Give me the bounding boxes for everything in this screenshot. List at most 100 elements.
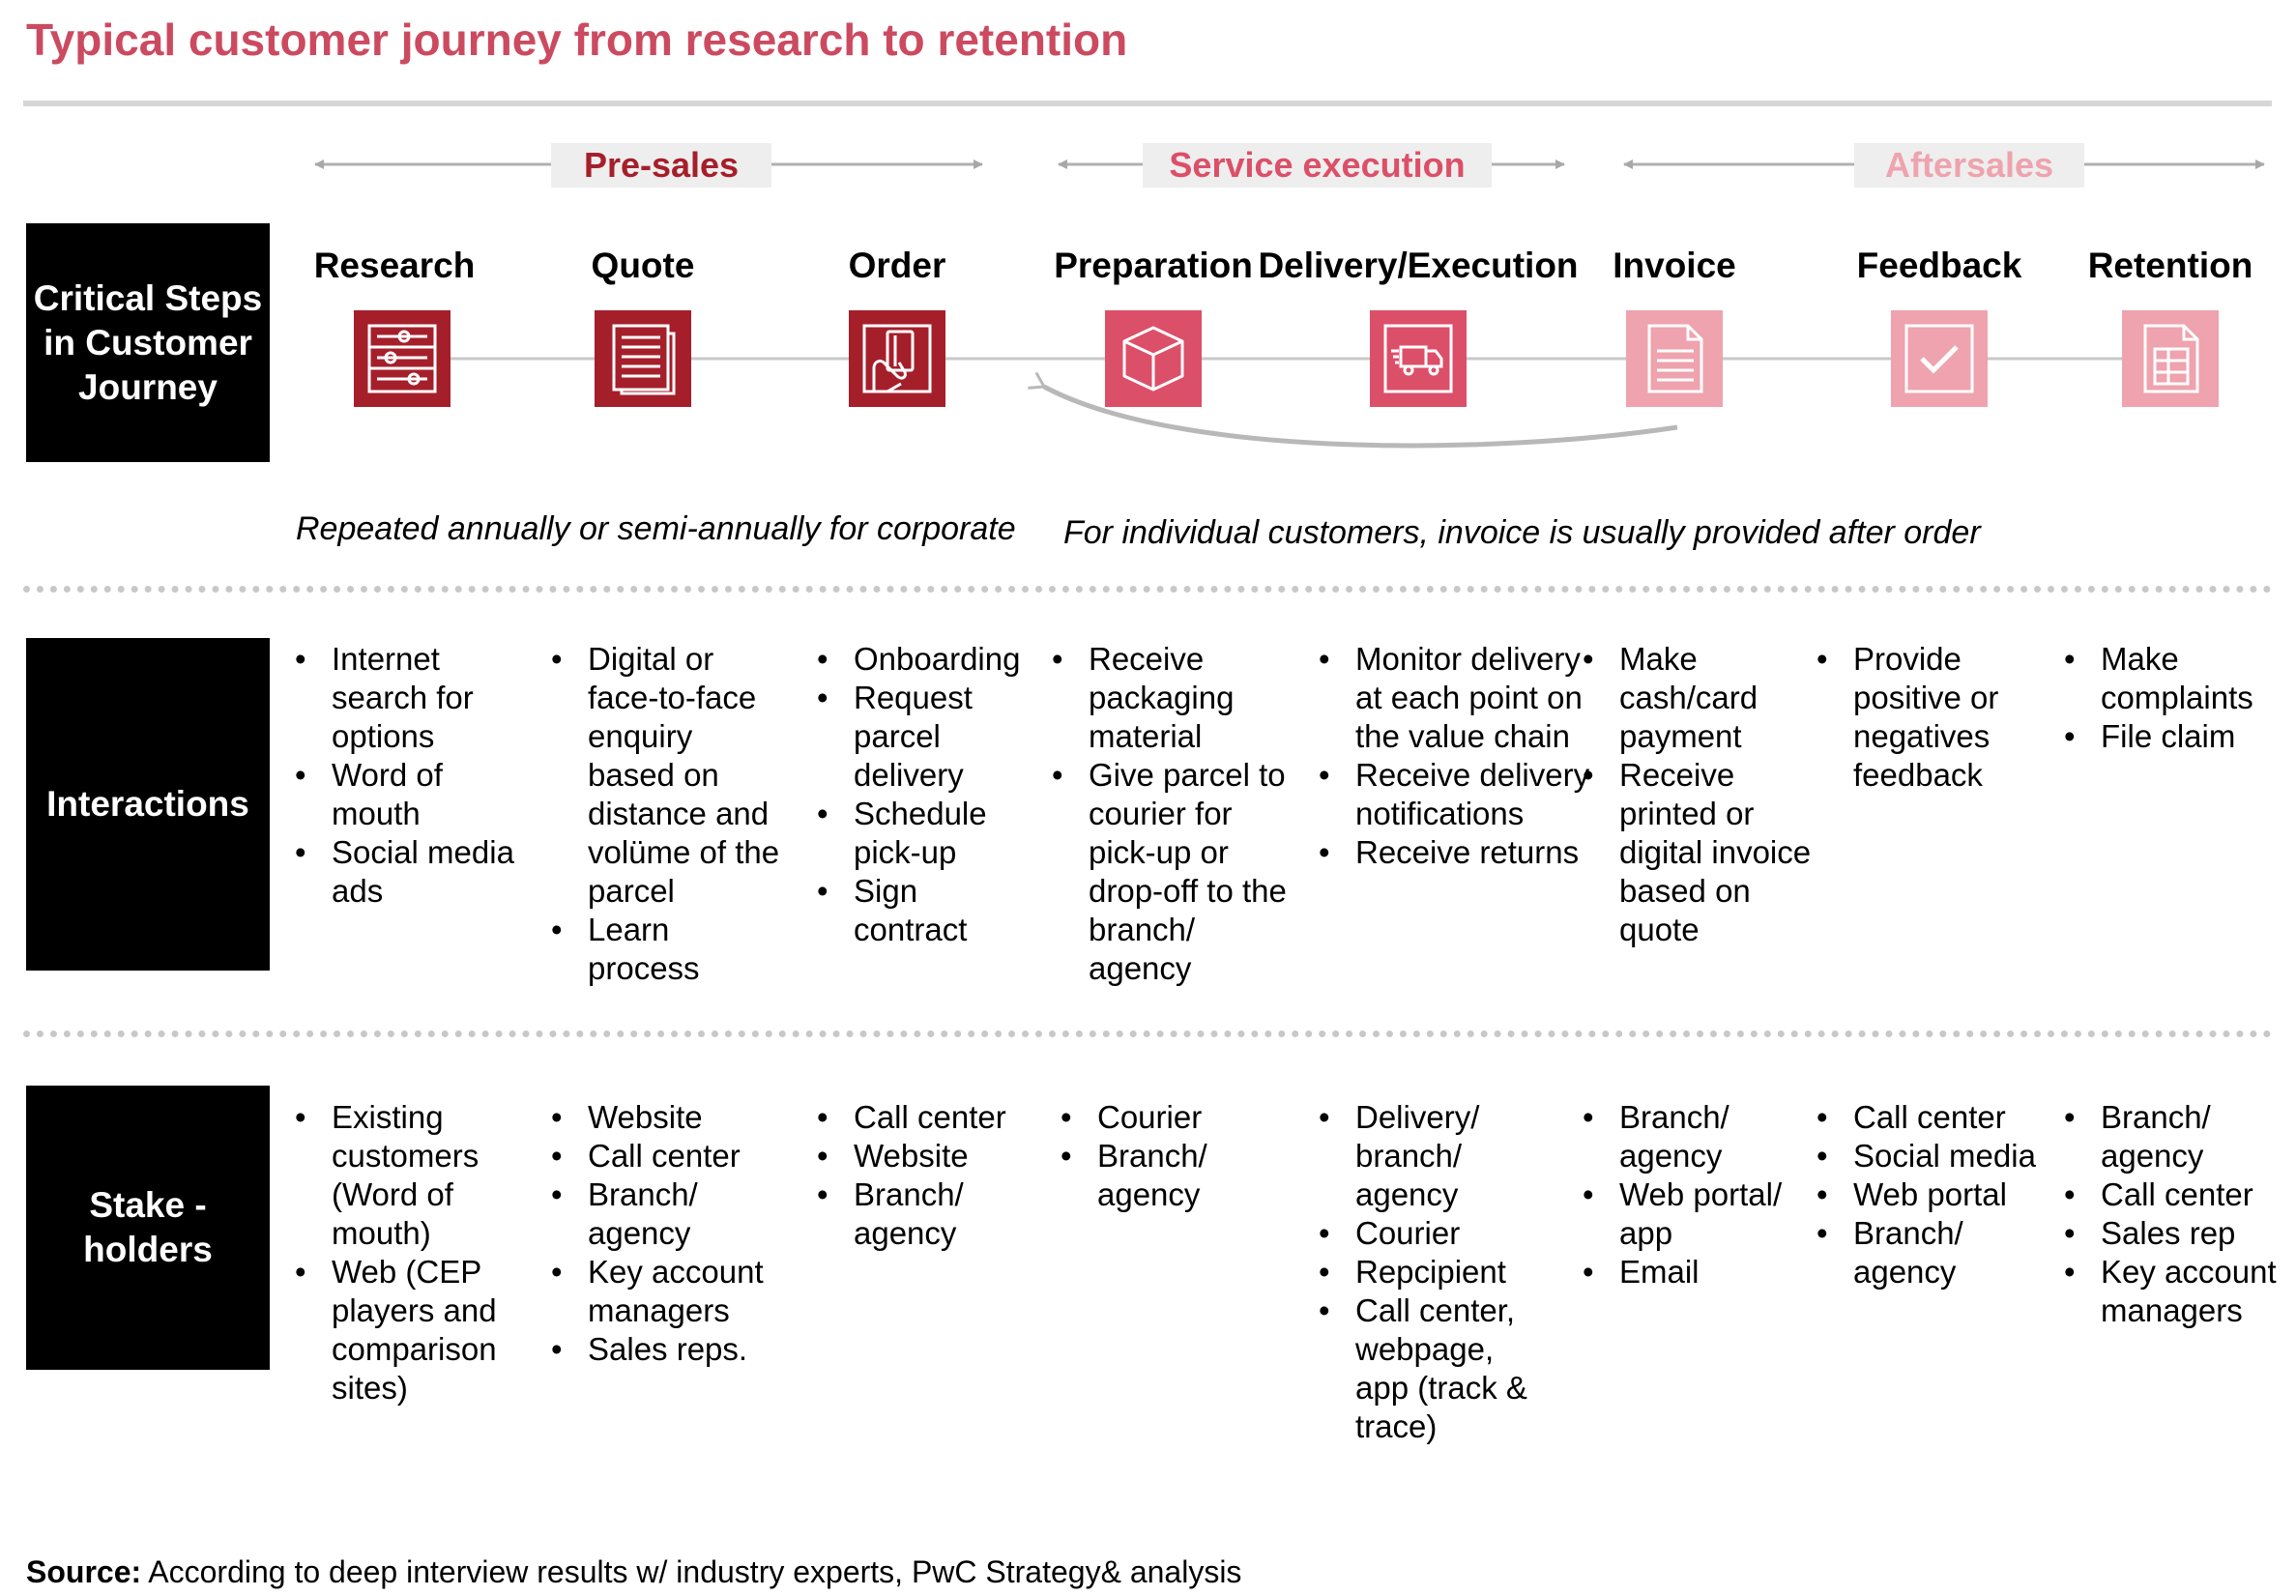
delivery-step-icon <box>1370 310 1467 407</box>
quote-step-icon <box>595 310 691 407</box>
list-item: Internet search for options <box>295 640 527 756</box>
list-item: Website <box>551 1098 783 1137</box>
row-label-interactions: Interactions <box>26 638 270 971</box>
stakeholders-research: Existing customers (Word of mouth) Web (… <box>295 1098 527 1407</box>
step-title-invoice: Invoice <box>1613 246 1736 285</box>
list-item: Provide positive or negatives feedback <box>1816 640 2049 795</box>
step-title-retention: Retention <box>2087 246 2253 285</box>
list-item: Key account managers <box>551 1253 783 1330</box>
step-title-quote: Quote <box>591 246 695 285</box>
stakeholders-retention: Branch/ agency Call center Sales rep Key… <box>2064 1098 2281 1330</box>
step-title-feedback: Feedback <box>1856 246 2022 285</box>
interactions-retention: Make complaints File claim <box>2064 640 2281 756</box>
page-title: Typical customer journey from research t… <box>26 15 1128 65</box>
list-item: Receive delivery notifications <box>1319 756 1591 833</box>
list-item: Receive printed or digital invoice based… <box>1583 756 1815 949</box>
list-item: Sign contract <box>817 872 1039 949</box>
loop-back-arrow <box>1028 371 1678 449</box>
step-title-delivery-execution: Delivery/Execution <box>1258 246 1579 285</box>
interactions-research: Internet search for options Word of mout… <box>295 640 527 911</box>
list-item: Key account managers <box>2064 1253 2281 1330</box>
list-item: Website <box>817 1137 1010 1175</box>
package-box-icon <box>1122 326 1184 392</box>
stakeholders-preparation: Courier Branch/ agency <box>1061 1098 1254 1214</box>
list-item: Branch/ agency <box>2064 1098 2281 1175</box>
retention-step-icon <box>2122 310 2219 407</box>
stakeholders-delivery: Delivery/ branch/ agency Courier Repcipi… <box>1319 1098 1551 1446</box>
invoice-icon <box>1647 324 1703 393</box>
list-item: Existing customers (Word of mouth) <box>295 1098 527 1253</box>
row-divider-1 <box>23 586 2272 593</box>
stakeholders-feedback: Call center Social media Web portal Bran… <box>1816 1098 2049 1291</box>
step-title-research: Research <box>313 246 476 285</box>
list-item: Request parcel delivery <box>817 679 1039 795</box>
list-item: Branch/ agency <box>1583 1098 1805 1175</box>
row-label-stakeholders: Stake - holders <box>26 1086 270 1370</box>
list-item: Give parcel to courier for pick-up or dr… <box>1052 756 1303 988</box>
list-item: Call center <box>1816 1098 2049 1137</box>
research-step-icon <box>354 310 450 407</box>
list-item: Word of mouth <box>295 756 527 833</box>
stakeholders-invoice: Branch/ agency Web portal/ app Email <box>1583 1098 1805 1291</box>
stakeholders-order: Call center Website Branch/ agency <box>817 1098 1010 1253</box>
delivery-truck-icon <box>1383 324 1453 393</box>
source-label: Source: <box>26 1554 142 1589</box>
list-item: Branch/ agency <box>1816 1214 2049 1291</box>
source-text: According to deep interview results w/ i… <box>148 1554 1242 1589</box>
list-item: Call center, webpage, app (track & trace… <box>1319 1291 1551 1446</box>
interactions-order: Onboarding Request parcel delivery Sched… <box>817 640 1039 949</box>
journey-connectors <box>402 357 2170 449</box>
list-item: Email <box>1583 1253 1805 1291</box>
records-icon <box>2143 324 2199 393</box>
list-item: Branch/ agency <box>1061 1137 1254 1214</box>
list-item: Call center <box>2064 1175 2281 1214</box>
list-item: Branch/ agency <box>551 1175 783 1253</box>
feedback-step-icon <box>1891 310 1988 407</box>
list-item: Courier <box>1319 1214 1551 1253</box>
note-corporate-repetition: Repeated annually or semi-annually for c… <box>296 510 1016 547</box>
row-label-critical-steps: Critical Steps in Customer Journey <box>26 223 270 462</box>
card-payment-icon <box>862 324 932 393</box>
phase-label-presales: Pre-sales <box>551 143 771 188</box>
list-item: Branch/ agency <box>817 1175 1010 1253</box>
interactions-feedback: Provide positive or negatives feedback <box>1816 640 2049 795</box>
interactions-invoice: Make cash/card payment Receive printed o… <box>1583 640 1815 949</box>
list-item: Delivery/ branch/ agency <box>1319 1098 1551 1214</box>
document-icon <box>612 324 676 395</box>
list-item: Receive packaging material <box>1052 640 1303 756</box>
phase-label-aftersales: Aftersales <box>1854 143 2084 188</box>
list-item: File claim <box>2064 717 2281 756</box>
list-item: Make complaints <box>2064 640 2281 717</box>
list-item: Courier <box>1061 1098 1254 1137</box>
source-note: Source: According to deep interview resu… <box>26 1554 1241 1590</box>
list-item: Schedule pick-up <box>817 795 1039 872</box>
interactions-preparation: Receive packaging material Give parcel t… <box>1052 640 1303 988</box>
stakeholders-quote: Website Call center Branch/ agency Key a… <box>551 1098 783 1369</box>
list-item: Learn process <box>551 911 783 988</box>
title-divider <box>23 101 2272 106</box>
list-item: Sales reps. <box>551 1330 783 1369</box>
list-item: Digital or face-to-face enquiry based on… <box>551 640 783 911</box>
list-item: Receive returns <box>1319 833 1591 872</box>
list-item: Social media ads <box>295 833 527 911</box>
invoice-step-icon <box>1626 310 1723 407</box>
phase-arrows <box>314 160 2265 169</box>
note-individual-invoice: For individual customers, invoice is usu… <box>1063 514 1981 551</box>
list-item: Web portal/ app <box>1583 1175 1805 1253</box>
list-item: Sales rep <box>2064 1214 2281 1253</box>
step-title-order: Order <box>848 246 946 285</box>
order-step-icon <box>849 310 945 407</box>
list-item: Make cash/card payment <box>1583 640 1815 756</box>
list-item: Call center <box>817 1098 1010 1137</box>
list-item: Onboarding <box>817 640 1039 679</box>
list-item: Monitor delivery at each point on the va… <box>1319 640 1591 756</box>
list-item: Social media <box>1816 1137 2049 1175</box>
row-divider-2 <box>23 1030 2272 1037</box>
list-item: Web (CEP players and comparison sites) <box>295 1253 527 1407</box>
slider-settings-icon <box>367 324 437 393</box>
list-item: Web portal <box>1816 1175 2049 1214</box>
step-title-preparation: Preparation <box>1054 246 1253 285</box>
interactions-delivery: Monitor delivery at each point on the va… <box>1319 640 1591 872</box>
phase-label-service-execution: Service execution <box>1143 143 1492 188</box>
preparation-step-icon <box>1105 310 1202 407</box>
